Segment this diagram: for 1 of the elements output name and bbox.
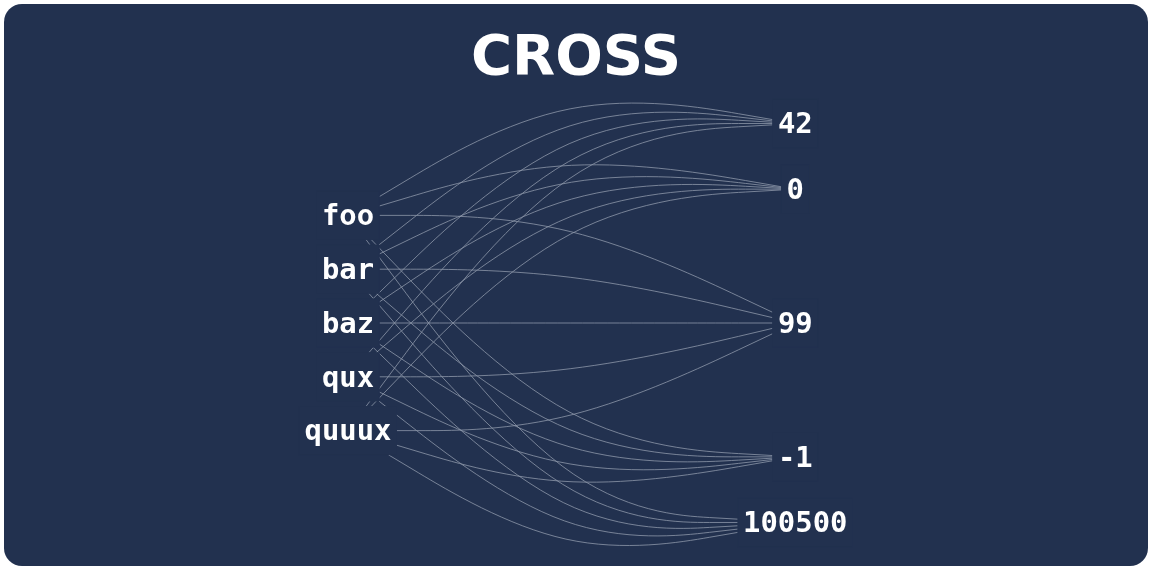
- title: CROSS: [471, 22, 681, 87]
